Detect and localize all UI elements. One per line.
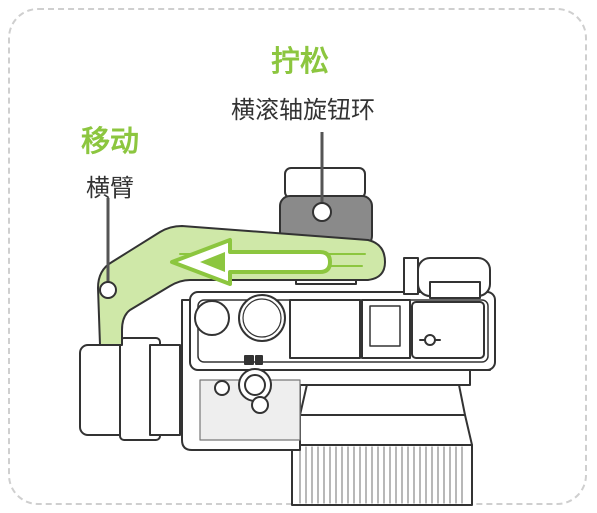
lens-barrel: [291, 379, 473, 506]
arm-action-label: 移动: [80, 124, 139, 158]
viewfinder: [403, 257, 491, 299]
knob-action-label: 拧松: [270, 44, 329, 78]
knob-pointer-dot: [312, 202, 332, 222]
camera-body: [181, 291, 496, 451]
left-arrow-icon: [170, 238, 332, 286]
knob-description-label: 横滚轴旋钮环: [231, 96, 375, 124]
arm-pointer-dot: [99, 281, 117, 299]
arm-description-label: 横臂: [86, 174, 134, 202]
roll-motor: [79, 337, 181, 441]
